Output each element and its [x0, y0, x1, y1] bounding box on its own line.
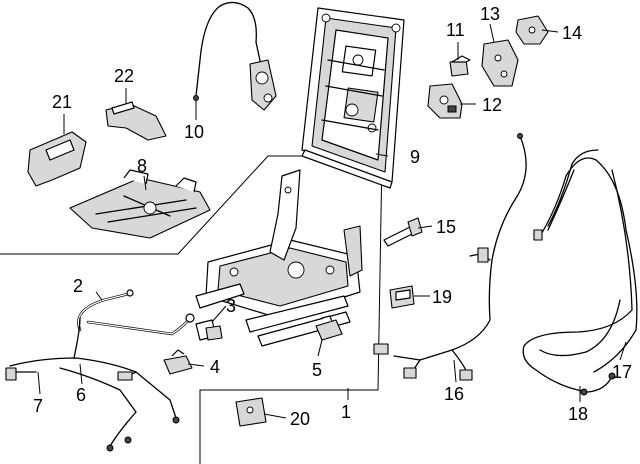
connector-part-7 — [5, 367, 37, 381]
wire-harness-part-16 — [373, 133, 527, 381]
bracket-part-4 — [163, 349, 193, 375]
cable-part-17 — [533, 157, 638, 373]
callout-7: 7 — [33, 396, 43, 416]
callout-21: 21 — [52, 92, 72, 112]
callout-2: 2 — [73, 276, 83, 296]
leader-lines — [37, 23, 627, 419]
connector-part-14 — [515, 15, 549, 45]
callout-16: 16 — [444, 384, 464, 404]
callout-1: 1 — [341, 402, 351, 422]
cable-part-18 — [522, 149, 633, 396]
callout-19: 19 — [432, 287, 452, 307]
seat-track-frame-part — [195, 169, 363, 347]
side-cover-part — [27, 131, 87, 187]
bracket-part-3 — [195, 319, 223, 341]
callout-18: 18 — [568, 404, 588, 424]
recliner-cable-part — [193, 1, 277, 111]
callout-3: 3 — [226, 296, 236, 316]
plate-part-20 — [235, 397, 267, 427]
callout-14: 14 — [562, 23, 582, 43]
callout-22: 22 — [114, 66, 134, 86]
callout-11: 11 — [446, 20, 465, 40]
callout-5: 5 — [312, 360, 322, 380]
callout-20: 20 — [290, 409, 310, 429]
cushion-pan-part — [69, 169, 211, 239]
callout-13: 13 — [480, 4, 500, 24]
callout-8: 8 — [137, 156, 147, 176]
callout-6: 6 — [76, 385, 86, 405]
callout-4: 4 — [210, 357, 220, 377]
callout-17: 17 — [612, 362, 632, 382]
callout-9: 9 — [410, 147, 420, 167]
callout-12: 12 — [482, 95, 502, 115]
connector-part-19 — [389, 285, 415, 309]
trim-panel-part — [481, 39, 519, 87]
callout-10: 10 — [184, 122, 204, 142]
wire-rod-part — [77, 289, 195, 336]
hinge-cover-part — [105, 101, 167, 141]
bracket-part-5 — [315, 315, 343, 341]
callout-15: 15 — [436, 217, 456, 237]
wire-harness-part-6 — [9, 317, 180, 452]
seat-back-frame-part — [301, 7, 405, 189]
switch-bracket-part — [427, 83, 463, 119]
clip-part-11 — [449, 55, 471, 77]
clip-part-15 — [383, 217, 423, 247]
